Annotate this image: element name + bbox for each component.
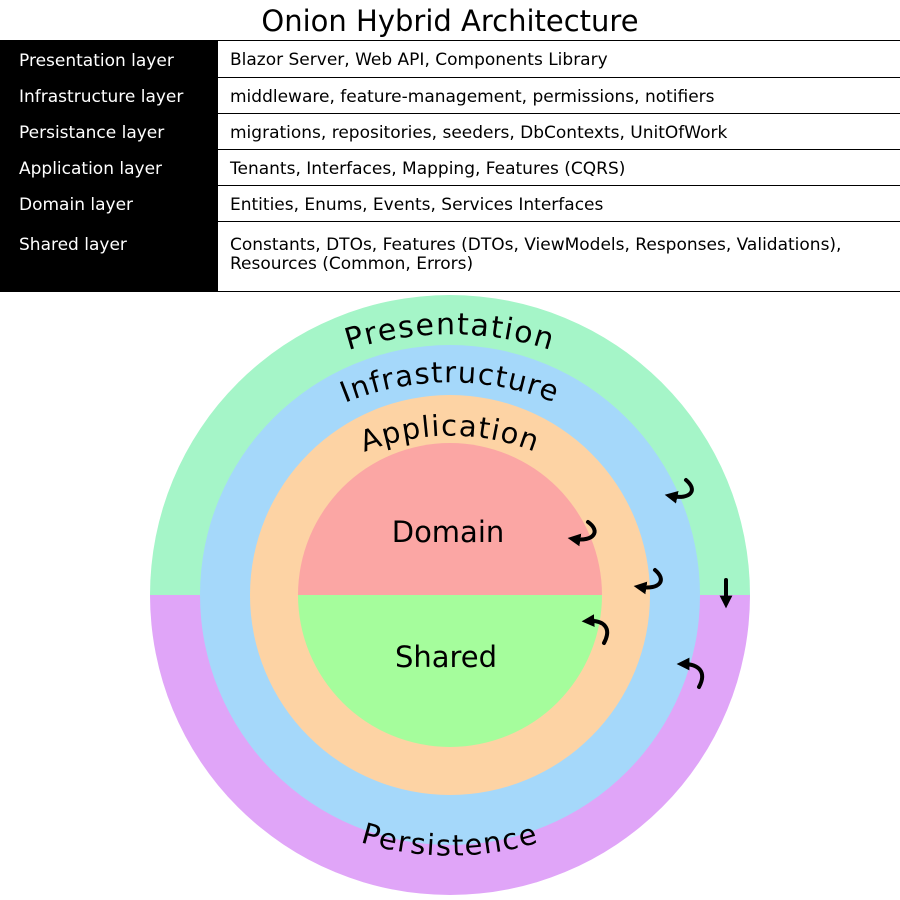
layer-description: Constants, DTOs, Features (DTOs, ViewMod…: [218, 221, 900, 291]
dependency-arrow-icon: [676, 657, 705, 689]
layer-description: migrations, repositories, seeders, DbCon…: [218, 113, 900, 149]
layer-name: Persistance layer: [0, 113, 218, 149]
dependency-arrow-icon: [567, 520, 597, 547]
dependency-arrow-icon: [664, 478, 694, 504]
domain-core: [298, 443, 602, 595]
layer-row-application: Application layer Tenants, Interfaces, M…: [0, 149, 900, 185]
layer-name: Domain layer: [0, 185, 218, 221]
layer-description: middleware, feature-management, permissi…: [218, 77, 900, 113]
layer-row-persistance: Persistance layer migrations, repositori…: [0, 113, 900, 149]
layer-row-domain: Domain layer Entities, Enums, Events, Se…: [0, 185, 900, 221]
diagram-title: Onion Hybrid Architecture: [261, 4, 639, 38]
dependency-arrow-icon: [581, 614, 610, 645]
domain-label: Domain: [392, 515, 505, 549]
layer-table: Presentation layer Blazor Server, Web AP…: [0, 40, 900, 292]
dependency-arrow-icon: [633, 568, 663, 595]
layer-row-infrastructure: Infrastructure layer middleware, feature…: [0, 77, 900, 113]
shared-core: [298, 595, 602, 747]
layer-description: Blazor Server, Web API, Components Libra…: [218, 41, 900, 77]
layer-description: Entities, Enums, Events, Services Interf…: [218, 185, 900, 221]
layer-name: Presentation layer: [0, 41, 218, 77]
shared-label: Shared: [395, 640, 497, 674]
layer-name: Application layer: [0, 149, 218, 185]
layer-row-presentation: Presentation layer Blazor Server, Web AP…: [0, 41, 900, 77]
layer-name: Infrastructure layer: [0, 77, 218, 113]
layer-row-shared: Shared layer Constants, DTOs, Features (…: [0, 221, 900, 291]
layer-description: Tenants, Interfaces, Mapping, Features (…: [218, 149, 900, 185]
onion-diagram: Presentation Infrastructure Application …: [150, 295, 750, 895]
layer-name: Shared layer: [0, 221, 218, 291]
